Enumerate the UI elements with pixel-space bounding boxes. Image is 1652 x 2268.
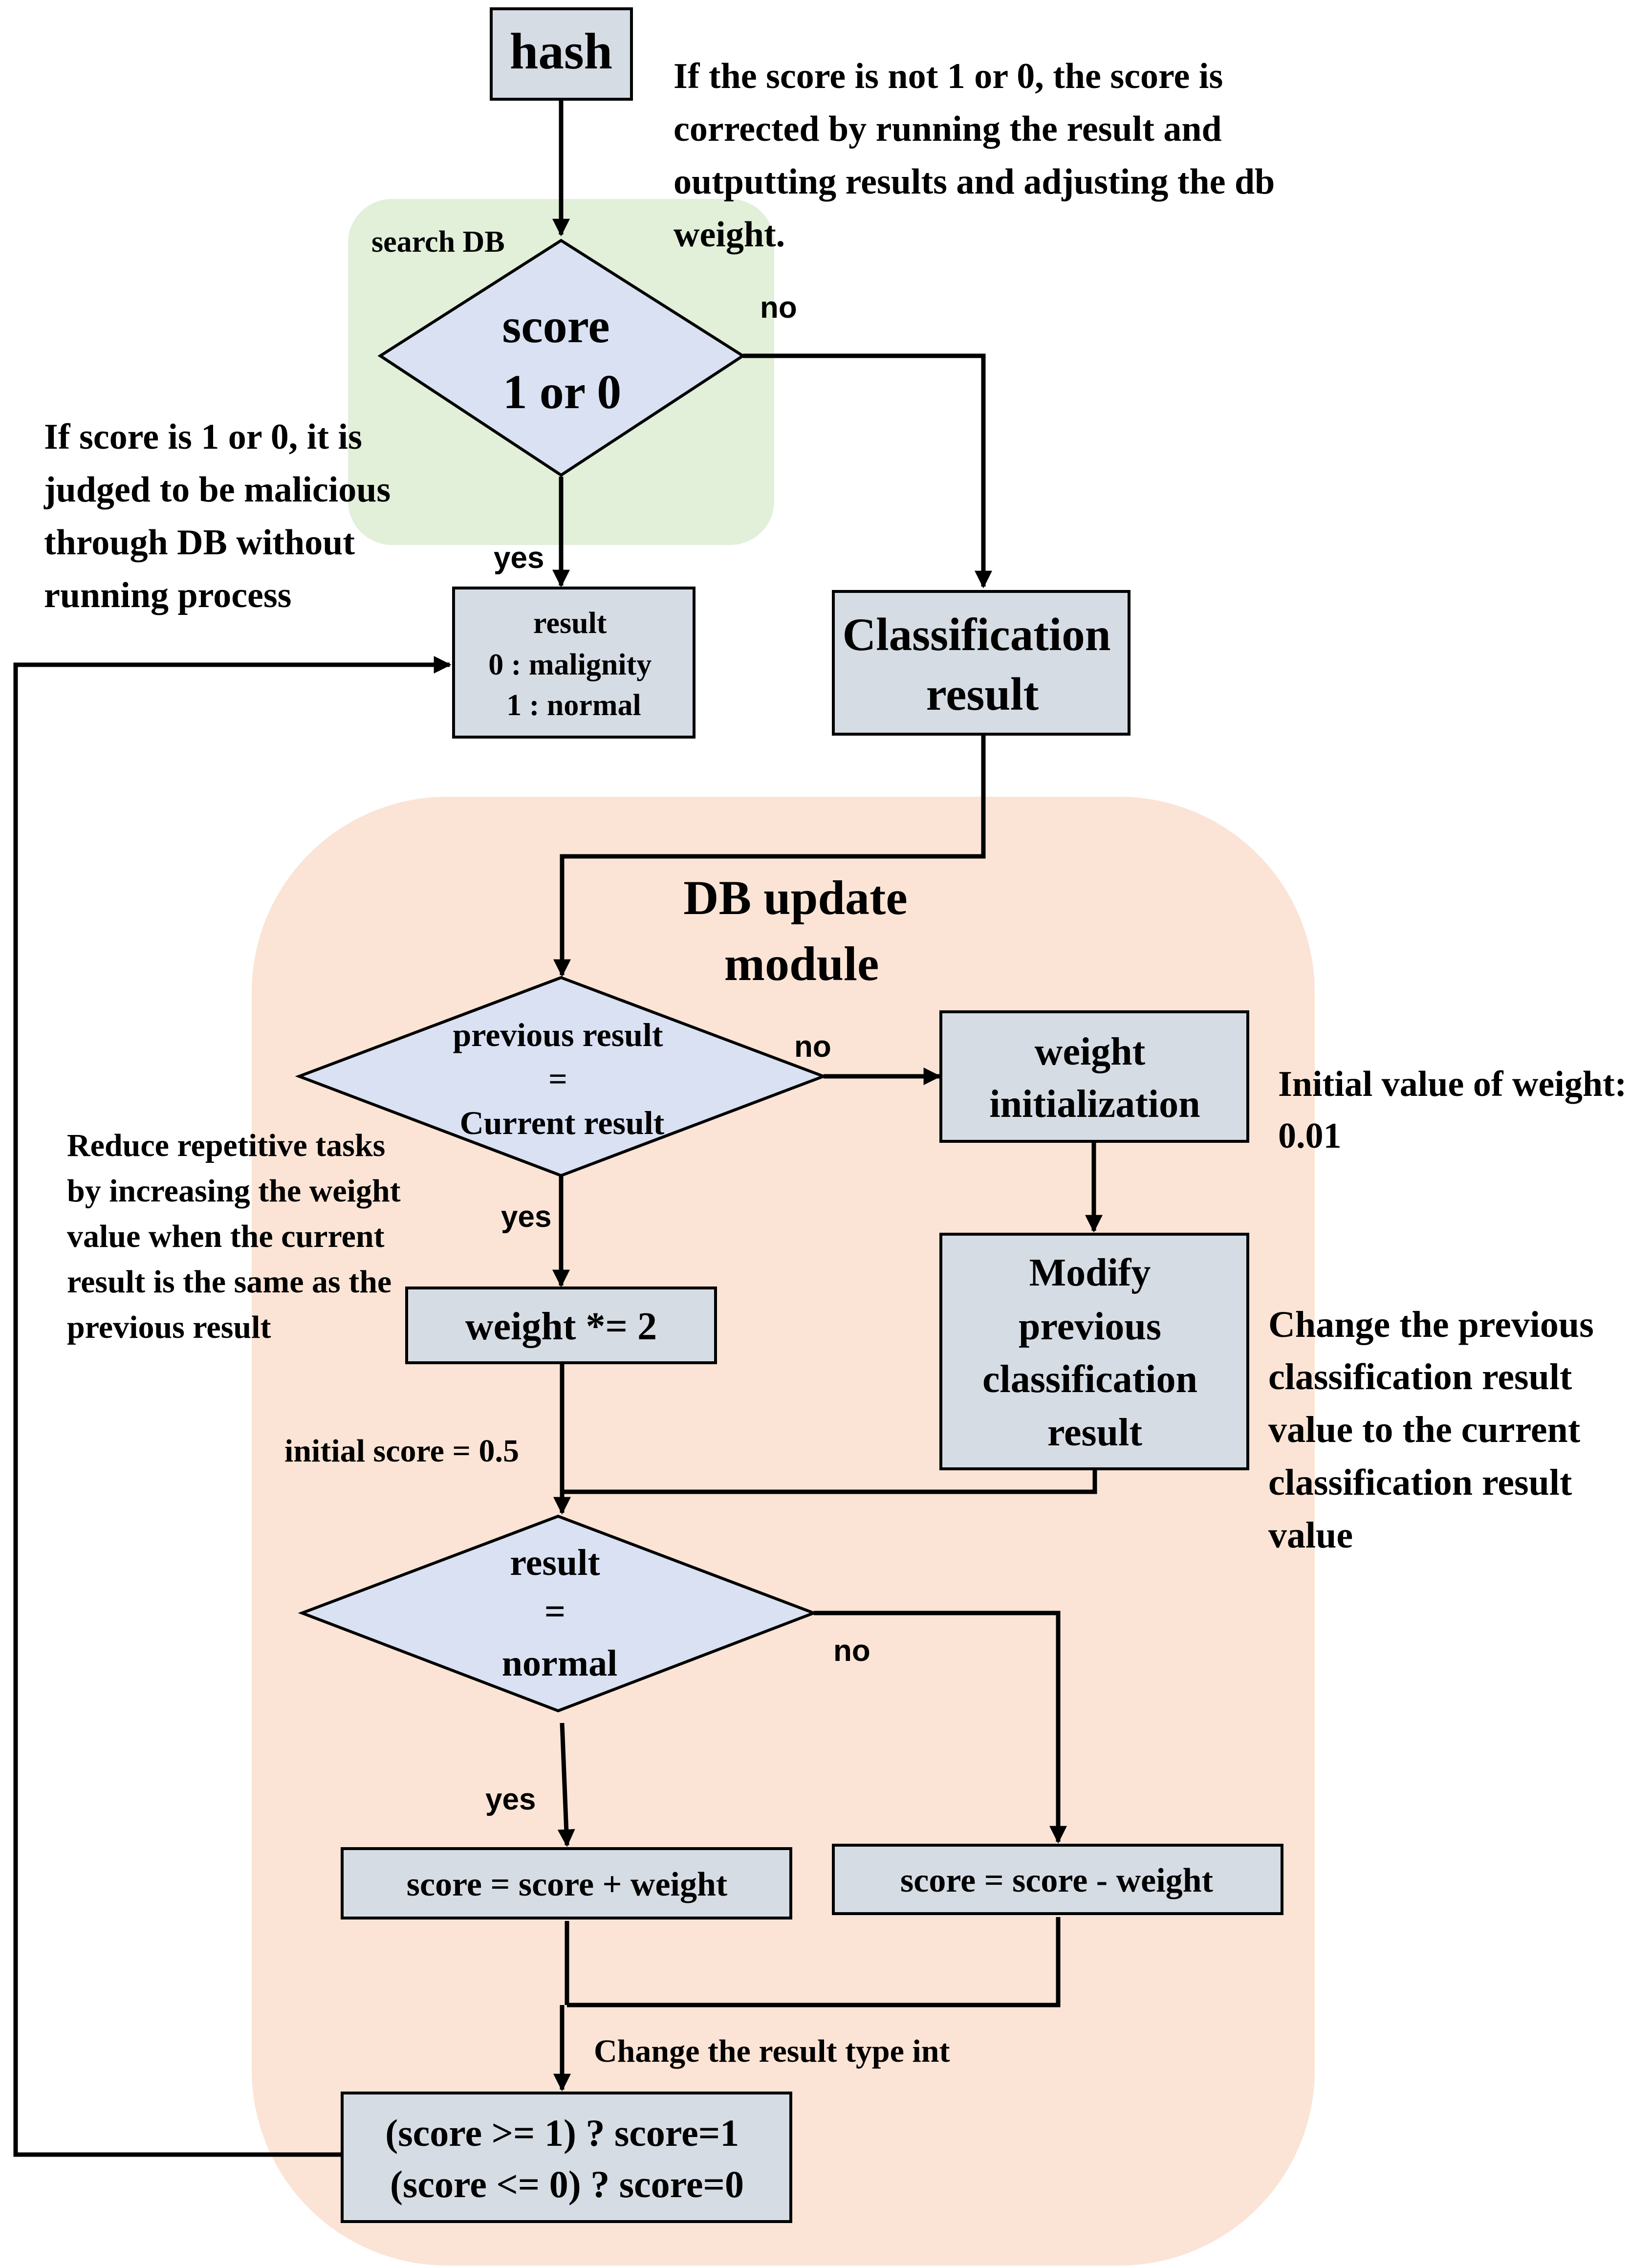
annotation-line: value xyxy=(1268,1515,1353,1556)
annotation-initial-weight: Initial value of weight: 0.01 xyxy=(1278,1064,1636,1156)
annotation-line: Reduce repetitive tasks xyxy=(67,1128,385,1163)
annotation-line: classification result xyxy=(1268,1356,1572,1397)
yes-label-previous: yes xyxy=(501,1200,551,1234)
edge-minus-join xyxy=(567,1917,1061,2007)
classification-result-line: result xyxy=(926,668,1039,720)
annotation-line: value to the current xyxy=(1268,1409,1580,1450)
modify-previous-line: classification xyxy=(982,1358,1197,1401)
annotation-line: judged to be malicious xyxy=(43,470,391,510)
edge-feedback-loop xyxy=(13,656,452,2157)
edge-score-no xyxy=(743,353,992,589)
annotation-line: classification result xyxy=(1268,1462,1572,1503)
annotation-line: weight. xyxy=(674,215,785,255)
modify-previous-line: Modify xyxy=(1029,1251,1151,1294)
previous-equals-current-label: previous result = Current result xyxy=(453,1016,671,1141)
classification-result-node xyxy=(832,590,1130,736)
previous-equals-current-line: = xyxy=(548,1060,567,1097)
no-label-normal: no xyxy=(833,1634,870,1668)
db-update-module-title-line: module xyxy=(724,937,879,991)
score-decision-line: 1 or 0 xyxy=(503,365,622,419)
score-minus-weight-label: score = score - weight xyxy=(900,1862,1213,1899)
annotation-line: If score is 1 or 0, it is xyxy=(44,417,362,457)
annotation-not-one-or-zero: If the score is not 1 or 0, the score is… xyxy=(674,56,1284,255)
score-plus-weight-node xyxy=(341,1847,792,1919)
score-clamp-label: (score >= 1) ? score=1 (score <= 0) ? sc… xyxy=(385,2112,748,2205)
previous-equals-current-line: previous result xyxy=(453,1016,663,1053)
previous-equals-current-decision xyxy=(295,976,828,1178)
score-clamp-line: (score <= 0) ? score=0 xyxy=(390,2163,744,2205)
db-update-module-title-line: DB update xyxy=(683,871,907,925)
hash-node xyxy=(490,7,633,101)
db-update-module-title: DB update module xyxy=(683,871,919,991)
annotation-line: If the score is not 1 or 0, the score is xyxy=(674,56,1223,96)
search-db-label: search DB xyxy=(371,225,505,259)
result-equals-normal-line: = xyxy=(544,1591,565,1632)
score-decision-label: score 1 or 0 xyxy=(502,299,622,419)
annotation-change-previous: Change the previous classification resul… xyxy=(1268,1304,1603,1556)
edge-modify-join xyxy=(562,1470,1097,1494)
annotation-line: Change the previous xyxy=(1268,1304,1594,1345)
no-label-score: no xyxy=(760,291,797,325)
no-label-previous: no xyxy=(794,1030,831,1064)
weight-initialization-label: weight initialization xyxy=(989,1030,1200,1126)
result-node-line: 1 : normal xyxy=(506,689,641,722)
score-decision-line: score xyxy=(502,299,609,353)
result-node-line: result xyxy=(533,607,607,640)
annotation-line: previous result xyxy=(67,1309,271,1345)
change-type-label: Change the result type int xyxy=(594,2033,950,2069)
score-clamp-node xyxy=(341,2092,792,2223)
result-node xyxy=(452,587,696,739)
annotation-line: by increasing the weight xyxy=(67,1173,401,1209)
annotation-line: through DB without xyxy=(44,523,355,563)
annotation-line: outputting results and adjusting the db xyxy=(674,162,1275,202)
weight-initialization-line: initialization xyxy=(989,1083,1200,1126)
weight-double-label: weight *= 2 xyxy=(465,1305,657,1348)
score-decision xyxy=(377,239,746,477)
classification-result-line: Classification xyxy=(843,609,1111,660)
result-node-line: 0 : malignity xyxy=(488,648,652,681)
edge-normal-yes xyxy=(557,1723,575,1847)
result-node-label: result 0 : malignity 1 : normal xyxy=(488,607,659,722)
annotation-one-or-zero: If score is 1 or 0, it is judged to be m… xyxy=(43,417,400,615)
edge-normal-no xyxy=(814,1611,1067,1844)
yes-label-score: yes xyxy=(494,541,544,575)
classification-result-label: Classification result xyxy=(843,609,1123,720)
previous-equals-current-line: Current result xyxy=(460,1104,665,1141)
initial-score-label: initial score = 0.5 xyxy=(284,1433,519,1469)
weight-initialization-node xyxy=(939,1010,1249,1143)
modify-previous-label: Modify previous classification result xyxy=(982,1251,1207,1454)
result-equals-normal-line: result xyxy=(510,1542,600,1583)
score-plus-weight-label: score = score + weight xyxy=(407,1866,727,1903)
edge-classification-to-update xyxy=(553,736,986,977)
weight-initialization-line: weight xyxy=(1035,1030,1146,1073)
annotation-line: 0.01 xyxy=(1278,1116,1342,1156)
result-equals-normal-label: result = normal xyxy=(502,1542,617,1684)
modify-previous-line: previous xyxy=(1019,1305,1161,1348)
score-minus-weight-node xyxy=(832,1844,1283,1915)
connectors xyxy=(13,100,1103,2157)
hash-label: hash xyxy=(510,22,612,80)
annotation-line: result is the same as the xyxy=(67,1264,391,1300)
annotation-line: running process xyxy=(44,575,291,615)
modify-previous-line: result xyxy=(1047,1411,1142,1454)
score-clamp-line: (score >= 1) ? score=1 xyxy=(385,2112,739,2154)
annotation-line: Initial value of weight: xyxy=(1278,1064,1627,1104)
annotation-line: corrected by running the result and xyxy=(674,109,1222,149)
weight-double-node xyxy=(405,1287,717,1364)
annotation-line: value when the current xyxy=(67,1219,385,1254)
yes-label-normal: yes xyxy=(485,1783,536,1816)
result-equals-normal-decision xyxy=(298,1514,818,1713)
result-equals-normal-line: normal xyxy=(502,1643,617,1684)
modify-previous-node xyxy=(939,1233,1249,1470)
annotation-reduce-repetitive: Reduce repetitive tasks by increasing th… xyxy=(67,1128,409,1345)
